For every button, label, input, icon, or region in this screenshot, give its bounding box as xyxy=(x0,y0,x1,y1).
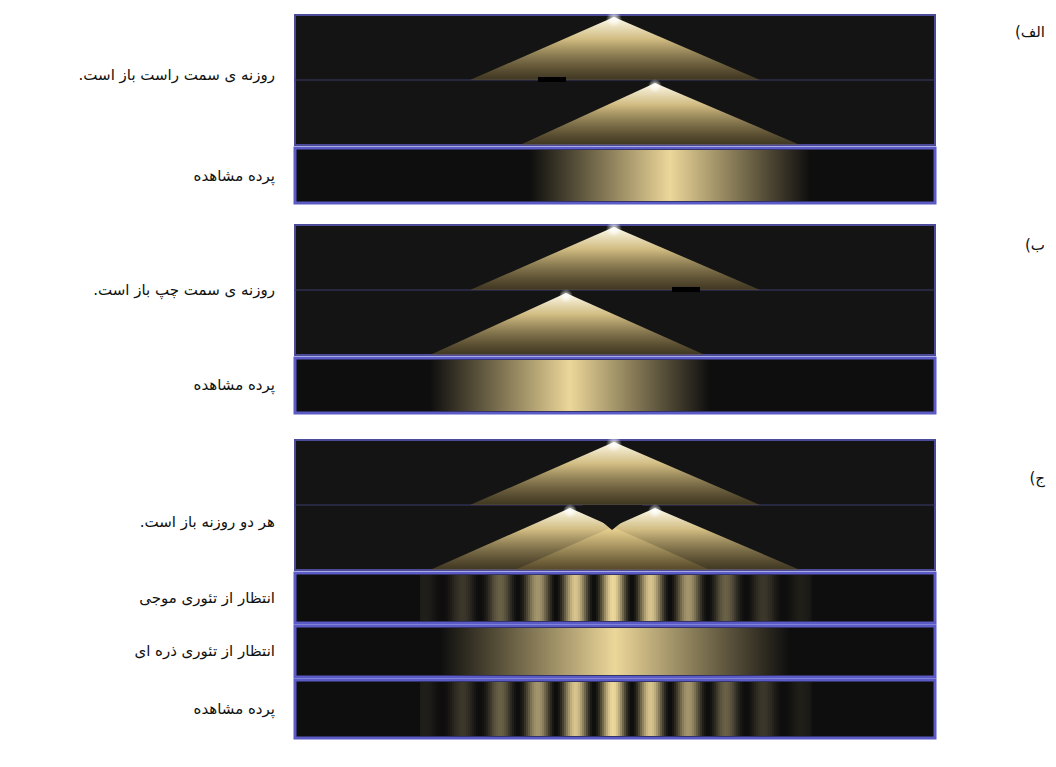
screen-label: پرده مشاهده xyxy=(194,375,275,395)
panel-a xyxy=(295,11,935,203)
expectation-label: انتظار از تئوری ذره ای xyxy=(134,641,275,661)
caption-text: هر دو روزنه باز است. xyxy=(140,512,275,532)
panel-c xyxy=(295,436,935,738)
caption-text: روزنه ی سمت چپ باز است. xyxy=(93,280,275,300)
screen-label: پرده مشاهده xyxy=(194,166,275,186)
screen-label: پرده مشاهده xyxy=(194,699,275,719)
panel-letter: ج) xyxy=(1029,468,1045,488)
panel-b xyxy=(295,221,935,413)
panel-letter: ب) xyxy=(1025,235,1045,255)
panel-letter: الف) xyxy=(1015,22,1045,42)
expectation-label: انتظار از تئوری موجی xyxy=(139,588,275,608)
caption-text: روزنه ی سمت راست باز است. xyxy=(79,65,275,85)
